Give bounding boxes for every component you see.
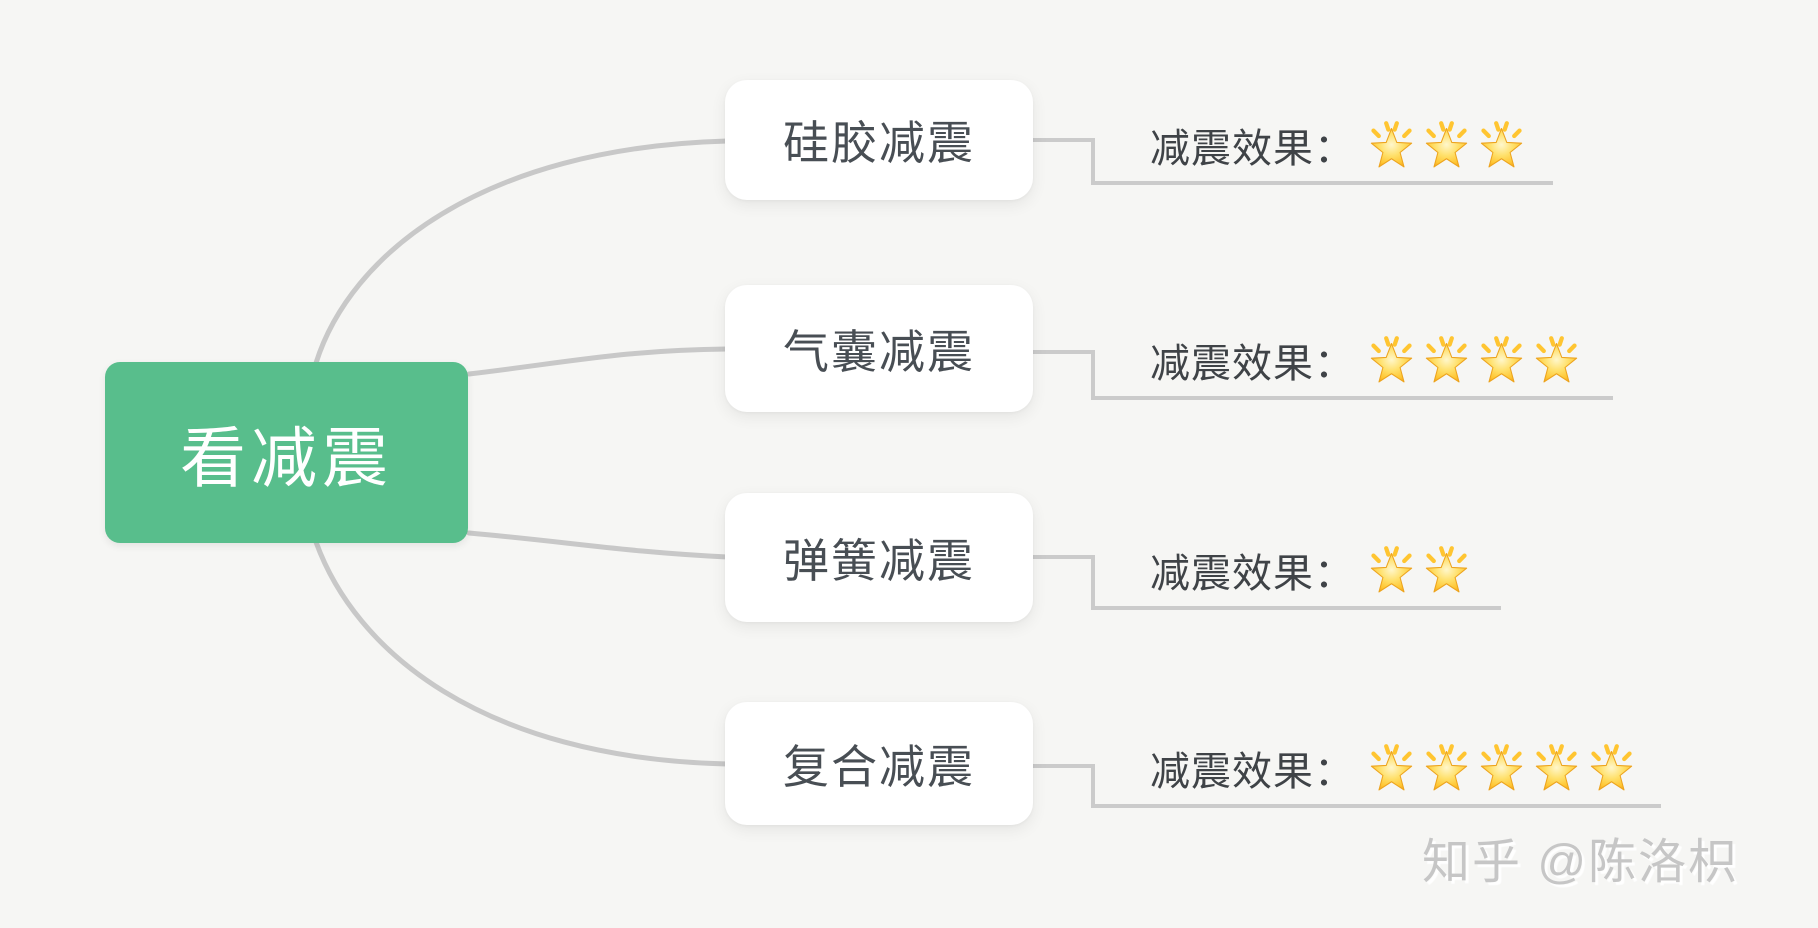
effect-label: 减震效果：	[1150, 342, 1355, 386]
glowing-star-icon	[1425, 120, 1468, 167]
glowing-star-icon	[1535, 335, 1578, 382]
leaf-node-rating-3[interactable]: 减震效果：	[1093, 532, 1501, 608]
branch-curve-1	[313, 138, 730, 366]
glowing-star-icon	[1370, 545, 1413, 592]
glowing-star-icon	[1590, 743, 1633, 790]
topic-node-composite[interactable]: 复合减震	[725, 702, 1033, 825]
glowing-star-icon	[1425, 335, 1468, 382]
branch-curve-2	[466, 346, 730, 377]
glowing-star-icon	[1480, 743, 1523, 790]
glowing-star-icon	[1425, 743, 1468, 790]
leaf-node-rating-4[interactable]: 减震效果：	[1093, 730, 1661, 806]
glowing-star-icon	[1425, 545, 1468, 592]
branch-curve-4	[313, 539, 730, 767]
star-rating	[1365, 119, 1530, 172]
topic-node-silicone[interactable]: 硅胶减震	[725, 80, 1033, 200]
watermark: 知乎 @陈洛枳	[1422, 836, 1739, 889]
glowing-star-icon	[1480, 120, 1523, 167]
effect-label: 减震效果：	[1150, 127, 1355, 171]
glowing-star-icon	[1370, 743, 1413, 790]
glowing-star-icon	[1535, 743, 1578, 790]
glowing-star-icon	[1370, 120, 1413, 167]
topic-node-airbag[interactable]: 气囊减震	[725, 285, 1033, 412]
topic-node-spring[interactable]: 弹簧减震	[725, 493, 1033, 622]
star-rating	[1365, 334, 1585, 387]
leaf-node-rating-2[interactable]: 减震效果：	[1093, 322, 1613, 398]
glowing-star-icon	[1480, 335, 1523, 382]
branch-curve-3	[466, 530, 730, 560]
star-rating	[1365, 544, 1475, 597]
star-rating	[1365, 742, 1640, 795]
glowing-star-icon	[1370, 335, 1413, 382]
leaf-node-rating-1[interactable]: 减震效果：	[1093, 107, 1553, 183]
effect-label: 减震效果：	[1150, 552, 1355, 596]
root-node[interactable]: 看减震	[105, 362, 468, 543]
effect-label: 减震效果：	[1150, 750, 1355, 794]
